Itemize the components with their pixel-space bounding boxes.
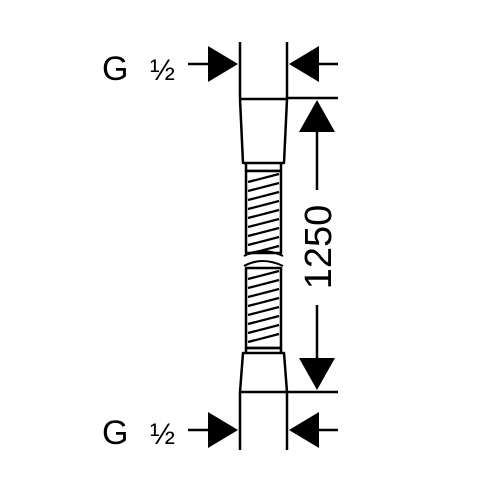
spiral-winding <box>247 181 280 193</box>
bottom-thread-letter: G <box>102 414 128 452</box>
spiral-winding <box>247 278 280 290</box>
spiral-winding <box>247 314 280 326</box>
top-thread-letter: G <box>102 50 128 88</box>
spiral-winding <box>247 217 280 229</box>
bottom-left-arrowhead <box>208 412 238 448</box>
top-thread-size: ½ <box>150 54 175 87</box>
bottom-thread-size: ½ <box>150 418 175 451</box>
spiral-winding <box>247 208 280 220</box>
spiral-winding <box>247 296 280 308</box>
spiral-winding <box>247 235 280 247</box>
spiral-winding <box>247 287 280 299</box>
lower-break-line <box>243 260 284 267</box>
length-top-arrowhead <box>299 100 335 132</box>
bottom-width-dimension <box>188 392 338 450</box>
spiral-winding <box>247 226 280 238</box>
top-width-dimension <box>188 42 338 98</box>
spiral-winding <box>247 332 280 344</box>
bottom-connector-nut <box>238 351 289 394</box>
lower-hose-spiral <box>247 269 280 344</box>
hose <box>238 97 289 394</box>
top-connector-nut <box>238 97 289 165</box>
spiral-winding <box>247 172 280 184</box>
length-value: 1250 <box>298 205 340 290</box>
length-dimension <box>287 96 338 394</box>
length-bottom-arrowhead <box>299 358 335 390</box>
top-left-arrowhead <box>208 46 238 82</box>
spiral-winding <box>247 323 280 335</box>
top-right-arrowhead <box>289 46 319 82</box>
upper-hose-spiral <box>247 172 280 256</box>
spiral-winding <box>247 305 280 317</box>
bottom-right-arrowhead <box>289 412 319 448</box>
spiral-winding <box>247 244 280 256</box>
spiral-winding <box>247 199 280 211</box>
spiral-winding <box>247 190 280 202</box>
spiral-winding <box>247 269 280 281</box>
